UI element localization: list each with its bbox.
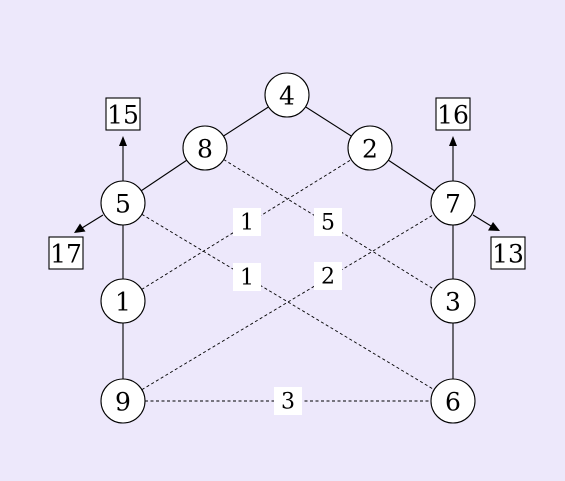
edge-label-9-6: 3	[274, 387, 302, 415]
svg-text:2: 2	[321, 265, 335, 290]
edge-9-7-dashed	[122, 202, 454, 402]
svg-text:2: 2	[362, 135, 378, 164]
svg-text:3: 3	[281, 390, 295, 415]
svg-text:5: 5	[115, 190, 131, 219]
node-5: 5	[100, 180, 146, 226]
node-3: 3	[430, 278, 476, 324]
arrowhead-5-left	[74, 223, 86, 233]
output-box-17: 17	[48, 236, 84, 270]
svg-text:9: 9	[115, 388, 131, 417]
node-6: 6	[430, 378, 476, 424]
node-2: 2	[347, 125, 393, 171]
node-9: 9	[100, 378, 146, 424]
svg-text:16: 16	[437, 101, 469, 130]
svg-text:1: 1	[240, 211, 254, 236]
svg-text:7: 7	[445, 190, 461, 219]
edge-label-1-2: 1	[233, 208, 261, 236]
svg-text:4: 4	[279, 82, 295, 111]
svg-text:3: 3	[445, 288, 461, 317]
svg-text:17: 17	[50, 240, 82, 269]
output-box-16: 16	[435, 97, 471, 131]
node-8: 8	[182, 125, 228, 171]
svg-text:15: 15	[107, 101, 139, 130]
arrowhead-5-up	[119, 136, 127, 146]
svg-text:1: 1	[240, 266, 254, 291]
edge-5-6-dashed	[122, 202, 454, 402]
output-box-13: 13	[490, 236, 526, 270]
svg-text:8: 8	[197, 135, 213, 164]
arrow-5-left	[81, 214, 104, 229]
node-4: 4	[264, 72, 310, 118]
node-1: 1	[100, 278, 146, 324]
edge-label-5-6: 1	[233, 263, 261, 291]
svg-text:13: 13	[492, 240, 524, 269]
arrowhead-7-right	[488, 222, 500, 231]
arrow-7-right	[472, 214, 492, 227]
svg-text:1: 1	[115, 288, 131, 317]
svg-text:5: 5	[321, 211, 335, 236]
output-box-15: 15	[105, 97, 141, 131]
node-7: 7	[430, 180, 476, 226]
arrowhead-7-up	[449, 136, 457, 146]
edge-label-8-3: 5	[314, 208, 342, 236]
edge-label-9-7: 2	[314, 262, 342, 290]
svg-text:6: 6	[445, 388, 461, 417]
